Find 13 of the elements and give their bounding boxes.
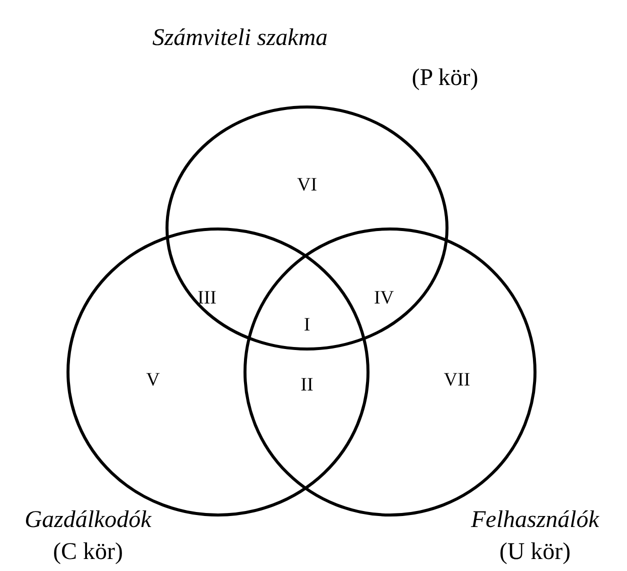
circle-title: Gazdálkodók <box>24 508 152 532</box>
circle-subtitle: (U kör) <box>499 540 571 564</box>
region-label: IV <box>374 288 394 308</box>
region-label: I <box>304 316 310 334</box>
region-label: II <box>300 376 314 394</box>
circle-subtitle: (C kör) <box>53 540 123 564</box>
region-label: III <box>198 288 216 308</box>
circle-title: Számviteli szakma <box>152 26 328 50</box>
region-label: V <box>146 370 160 390</box>
circle-subtitle: (P kör) <box>412 66 478 90</box>
region-label: VII <box>444 370 470 390</box>
region-label: VI <box>296 176 318 194</box>
circle-title: Felhasználók <box>471 508 599 532</box>
